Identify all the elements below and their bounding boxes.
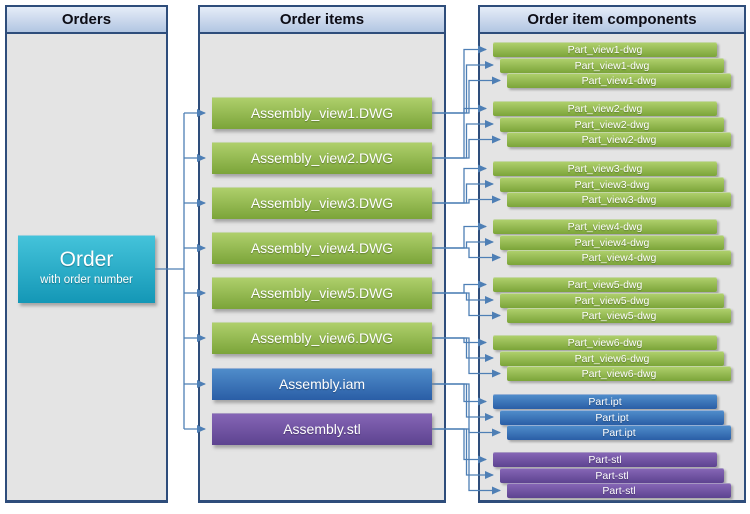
panel-header-order-item-components: Order item components [480, 7, 744, 34]
panel-header-order-items: Order items [200, 7, 444, 34]
panel-header-orders: Orders [7, 7, 166, 34]
order-item-node-6: Assembly_view6.DWG [212, 322, 432, 354]
component-bar-2-2: Part_view2-dwg [500, 116, 724, 132]
component-bar-4-1: Part_view4-dwg [493, 219, 717, 234]
order-item-node-1: Assembly_view1.DWG [212, 97, 432, 129]
component-bar-7-1: Part.ipt [493, 394, 717, 409]
component-bar-7-2: Part.ipt [500, 409, 724, 425]
order-item-node-3: Assembly_view3.DWG [212, 187, 432, 219]
component-bar-5-1: Part_view5-dwg [493, 277, 717, 292]
component-bar-2-1: Part_view2-dwg [493, 101, 717, 116]
component-bar-7-3: Part.ipt [507, 425, 731, 440]
component-bar-8-2: Part-stl [500, 467, 724, 483]
component-bar-1-2: Part_view1-dwg [500, 57, 724, 73]
component-bar-3-1: Part_view3-dwg [493, 161, 717, 176]
component-bar-8-1: Part-stl [493, 452, 717, 467]
component-bar-3-3: Part_view3-dwg [507, 192, 731, 207]
component-bar-6-3: Part_view6-dwg [507, 366, 731, 381]
order-node: Order with order number [18, 235, 155, 303]
order-item-node-8: Assembly.stl [212, 413, 432, 445]
component-bar-5-2: Part_view5-dwg [500, 292, 724, 308]
component-bar-1-1: Part_view1-dwg [493, 42, 717, 57]
order-item-node-5: Assembly_view5.DWG [212, 277, 432, 309]
component-bar-6-1: Part_view6-dwg [493, 335, 717, 350]
component-bar-4-2: Part_view4-dwg [500, 234, 724, 250]
order-item-node-2: Assembly_view2.DWG [212, 142, 432, 174]
component-bar-2-3: Part_view2-dwg [507, 132, 731, 147]
component-bar-8-3: Part-stl [507, 483, 731, 498]
component-bar-6-2: Part_view6-dwg [500, 350, 724, 366]
component-bar-3-2: Part_view3-dwg [500, 176, 724, 192]
order-node-title: Order [59, 248, 114, 271]
component-bar-4-3: Part_view4-dwg [507, 250, 731, 265]
order-item-node-7: Assembly.iam [212, 368, 432, 400]
component-bar-1-3: Part_view1-dwg [507, 73, 731, 88]
order-node-subtitle: with order number [40, 274, 133, 286]
order-item-node-4: Assembly_view4.DWG [212, 232, 432, 264]
component-bar-5-3: Part_view5-dwg [507, 308, 731, 323]
